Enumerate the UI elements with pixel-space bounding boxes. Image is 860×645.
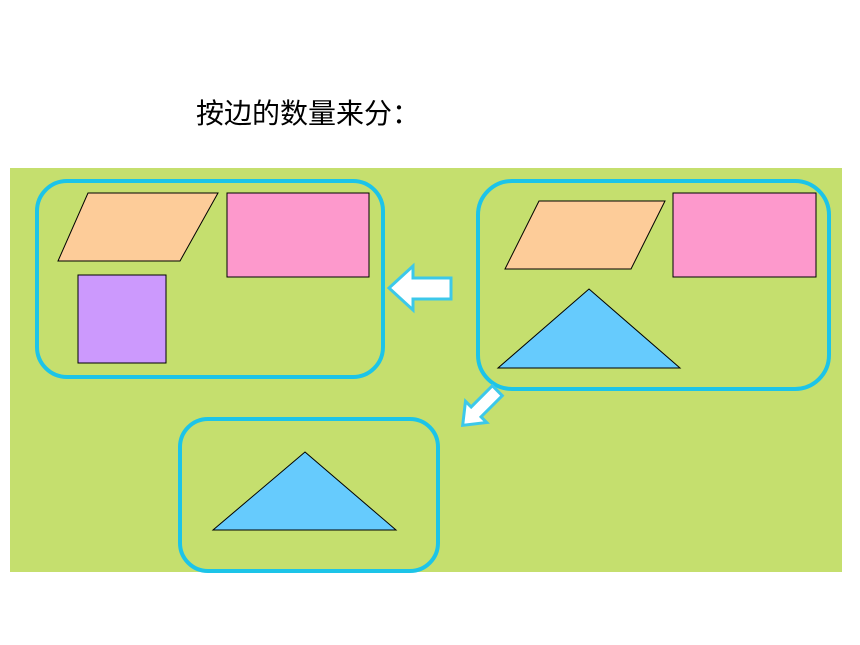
four-sided-group-box: [35, 179, 385, 379]
arrow-left-icon: [386, 262, 453, 314]
arrow-down-left-icon: [460, 383, 505, 428]
rectangle-shape: [226, 192, 370, 278]
parallelogram-shape: [57, 192, 219, 262]
triangle-shape: [211, 451, 398, 531]
triangle-shape: [496, 288, 682, 369]
square-shape: [77, 274, 167, 364]
slide-title: 按边的数量来分：: [196, 97, 421, 130]
three-sided-group-box: [178, 417, 440, 573]
parallelogram-shape: [504, 200, 666, 270]
all-shapes-group-box: [476, 179, 831, 391]
rectangle-shape: [672, 192, 817, 278]
